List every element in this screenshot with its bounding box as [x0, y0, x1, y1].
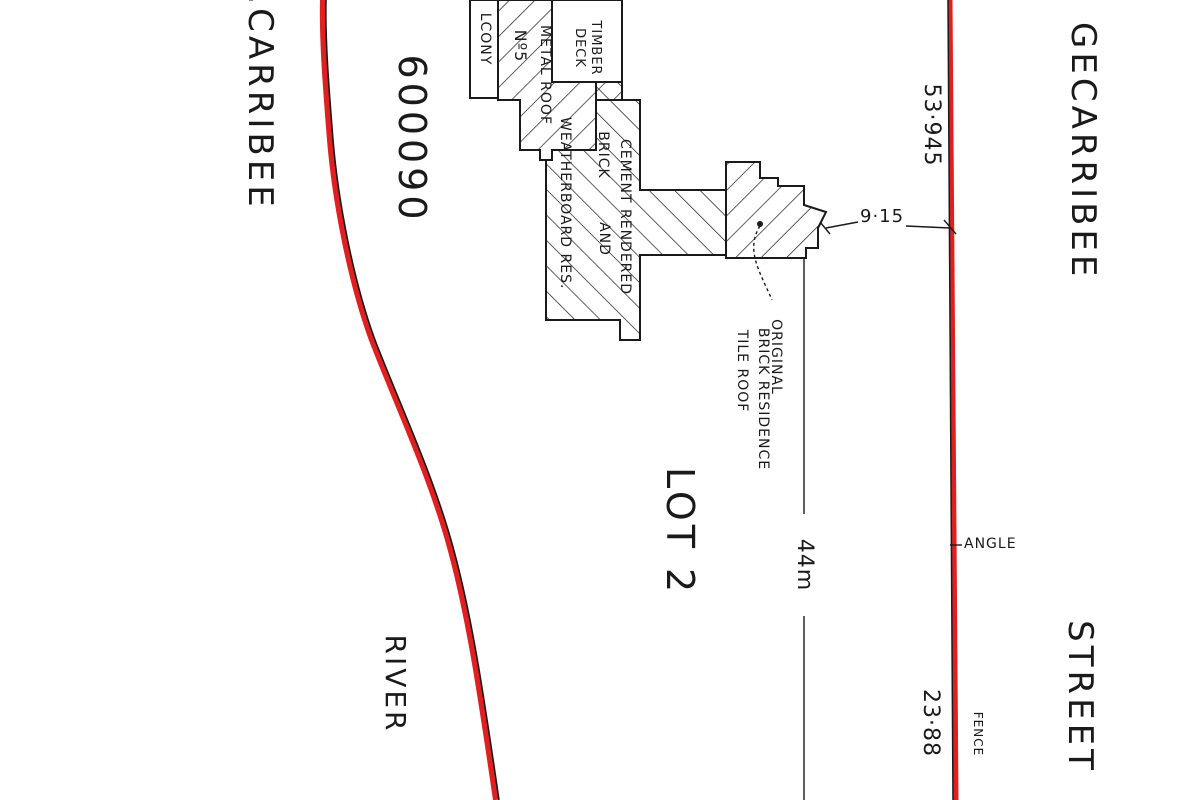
house-number-label: Nº5 — [511, 29, 530, 63]
brick-label: BRICK — [595, 131, 611, 179]
original-label: ORIGINAL — [768, 319, 784, 395]
street-name-label: STREET — [1060, 620, 1100, 774]
tile-roof-label: TILE ROOF — [734, 329, 750, 413]
cement-rendered-label: CEMENT RENDERED — [617, 138, 633, 296]
street-boundary-line — [947, 0, 954, 800]
river-boundary-red — [319, 0, 499, 800]
timber-deck — [551, 0, 623, 83]
weatherboard-label: WEATHERBOARD RES. — [557, 117, 573, 290]
brick-residence-label: BRICK RESIDENCE — [755, 327, 771, 471]
and-label: AND — [596, 222, 612, 256]
timber-deck-label: TIMBER DECK — [572, 20, 603, 76]
balcony-label: LCONY — [477, 12, 493, 66]
boundary-dimension-top: 53·945 — [919, 83, 944, 167]
depth-dimension: 44m — [792, 538, 817, 592]
angle-label: ANGLE — [964, 536, 1017, 552]
street-boundary-red — [947, 0, 959, 800]
balcony — [469, 0, 499, 99]
setback-dimension: 9·15 — [860, 206, 905, 227]
dp-number: 600090 — [390, 54, 434, 224]
fence-label: FENCE — [971, 711, 985, 757]
river-label: RIVER — [379, 634, 412, 734]
river-boundary-line — [325, 0, 500, 800]
cement-rendered-residence — [545, 81, 727, 341]
metal-roof-label: METAL ROOF — [537, 24, 553, 126]
lot-label: LOT 2 — [658, 467, 702, 597]
leader-line — [753, 225, 773, 301]
street-name-top: GECARRIBEE — [1063, 22, 1103, 281]
river-name-left: .CARRIBEE — [240, 0, 280, 211]
boundary-dimension-bottom: 23·88 — [918, 689, 943, 757]
setback-dim-line — [825, 221, 859, 229]
original-brick-residence — [725, 161, 828, 259]
